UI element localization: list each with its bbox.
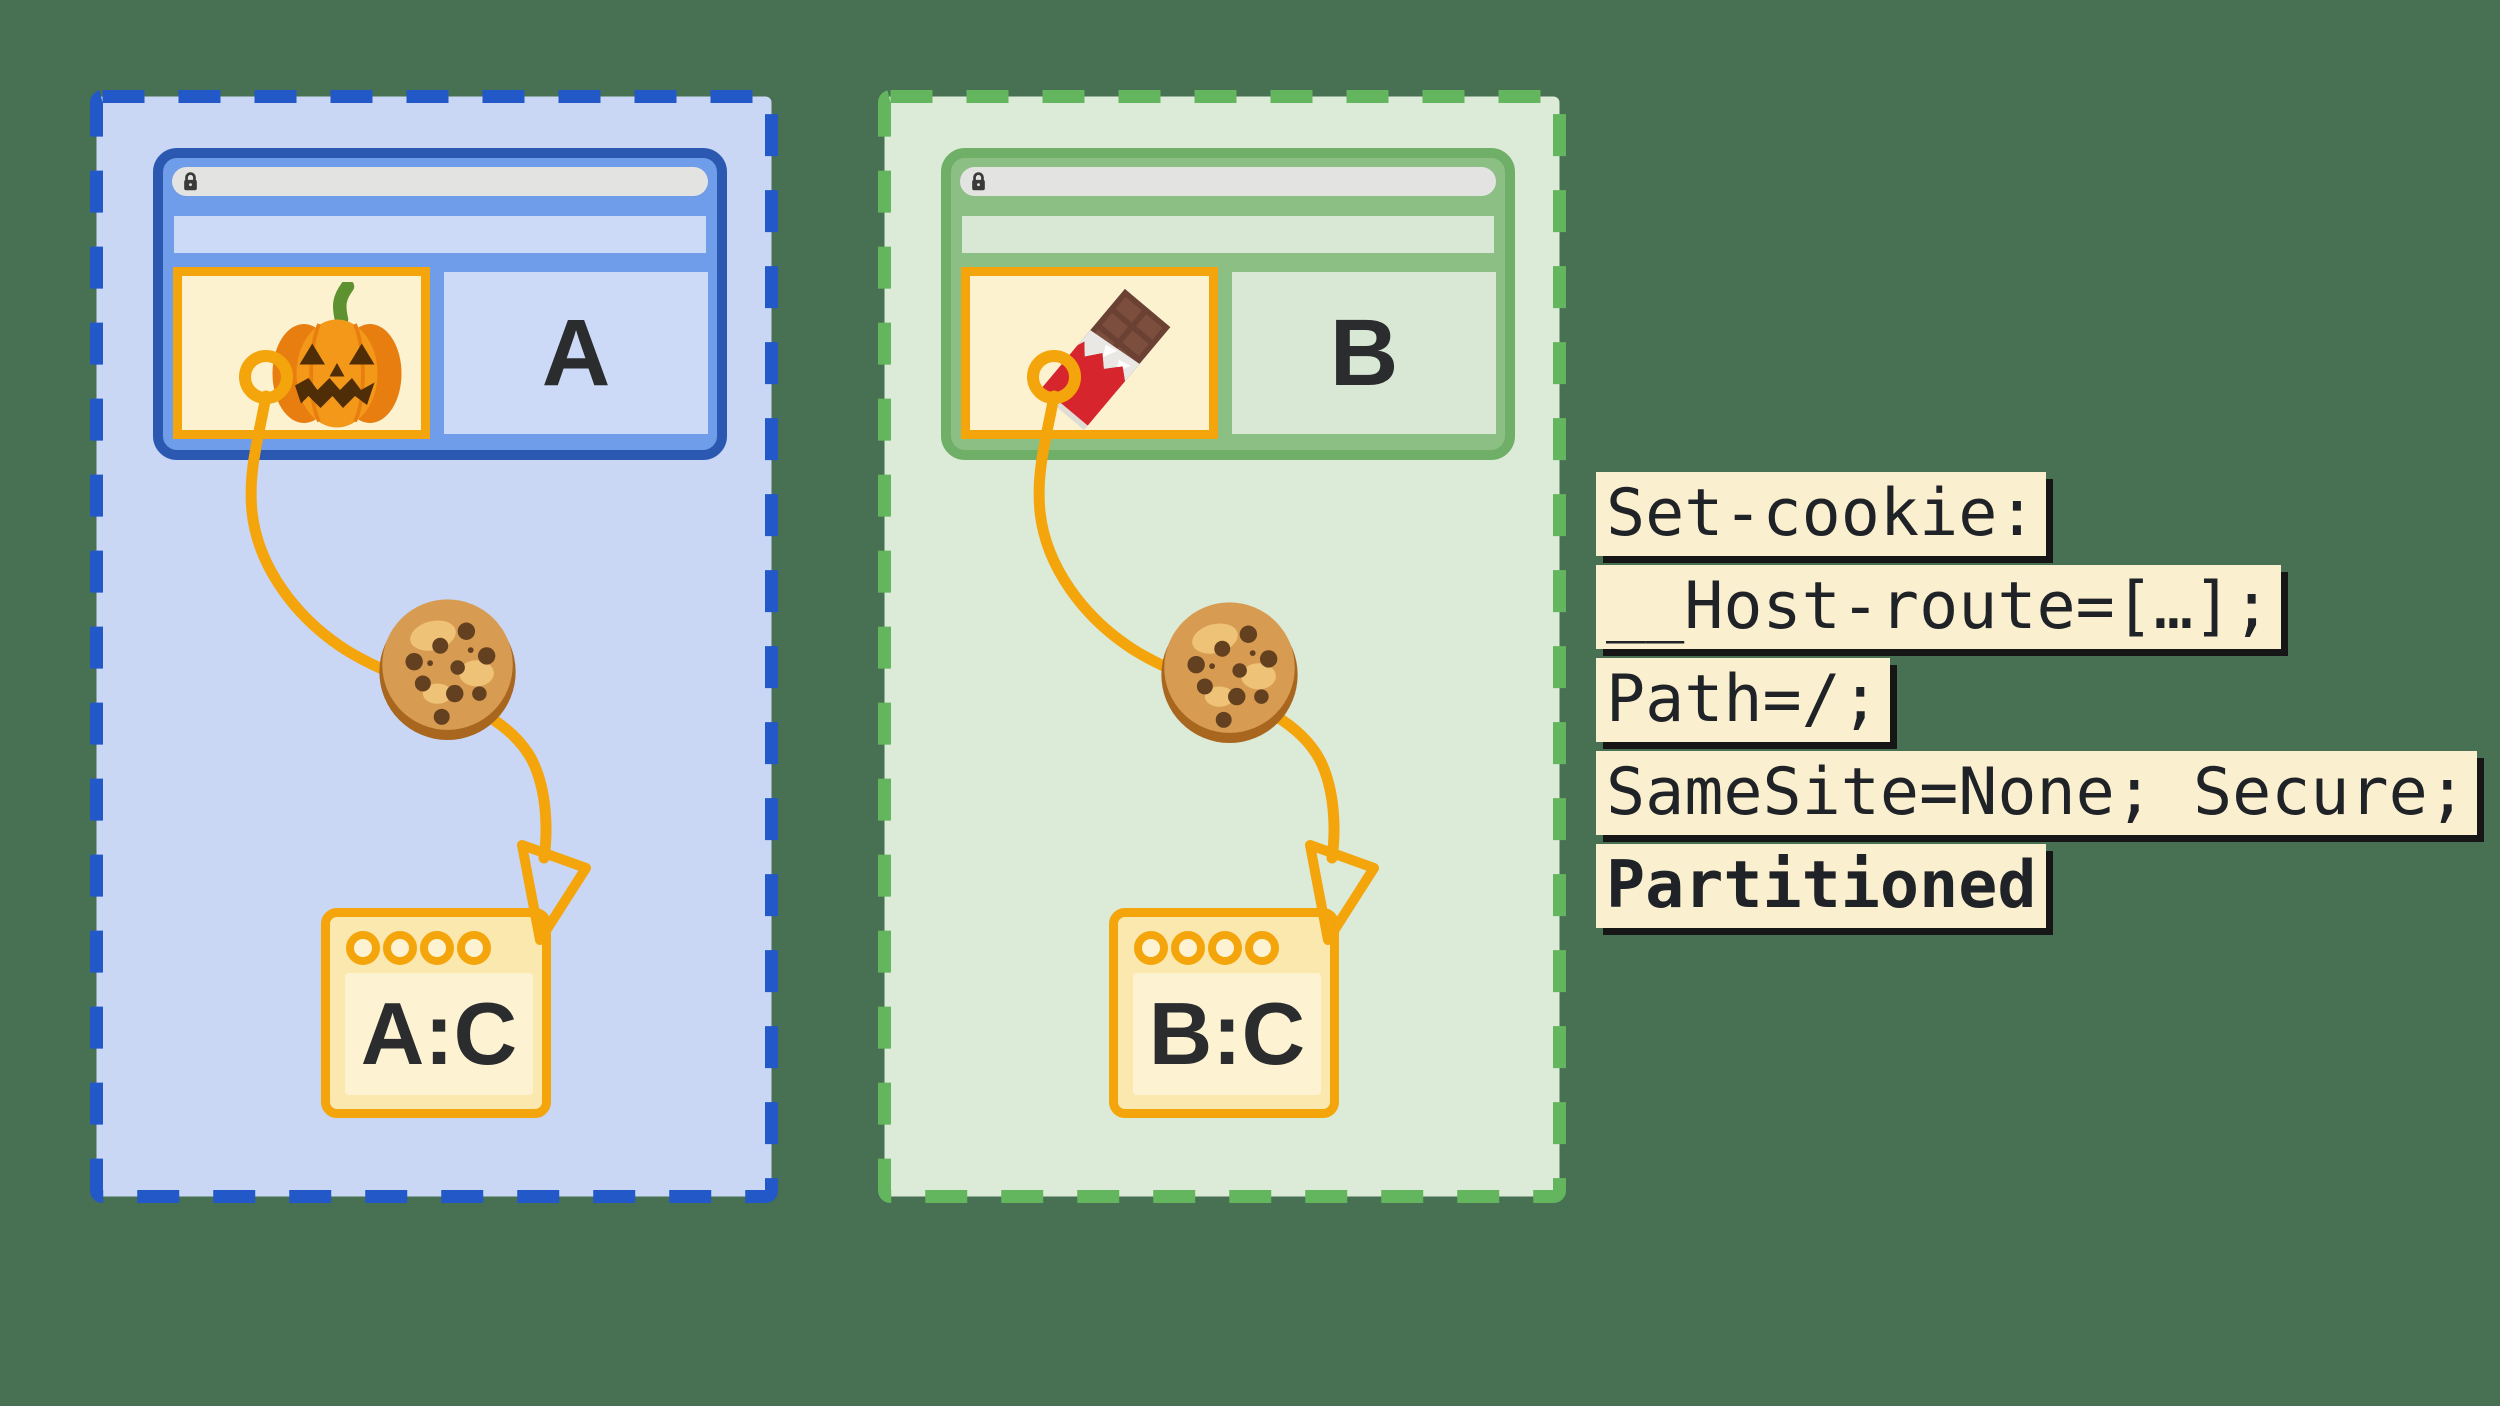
lock-icon — [184, 172, 197, 191]
code-line-text: Set-cookie: — [1596, 472, 2047, 556]
browser-window-a: A — [153, 148, 727, 460]
code-line: Set-cookie: — [1596, 472, 2477, 556]
window-dot — [420, 931, 454, 965]
toolbar-strip-b — [962, 216, 1494, 253]
code-line: __Host-route=[…]; — [1596, 565, 2477, 649]
code-line: Path=/; — [1596, 658, 2477, 742]
code-line-text: Path=/; — [1596, 658, 1890, 742]
cookie-flow-path-b — [1033, 390, 1340, 864]
partition-store-b: B:C — [1109, 908, 1339, 1118]
cookie-anchor-ring-b — [1027, 350, 1081, 404]
store-window-dots — [1134, 931, 1279, 965]
embedded-iframe-c-in-a — [173, 267, 430, 439]
window-dot — [346, 931, 380, 965]
cookie-flow-path-a — [245, 390, 552, 864]
set-cookie-code-block: Set-cookie: __Host-route=[…]; Path=/; Sa… — [1596, 472, 2477, 937]
window-dot — [1208, 931, 1242, 965]
partition-key-label-a: A:C — [360, 984, 518, 1083]
partition-key-label-b: B:C — [1148, 984, 1306, 1083]
code-line-text: SameSite=None; Secure; — [1596, 751, 2477, 835]
toolbar-strip-a — [174, 216, 706, 253]
window-dot — [1171, 931, 1205, 965]
chocolate-bar-icon — [1038, 288, 1171, 430]
store-window-dots — [346, 931, 491, 965]
site-panel-b: B — [1232, 272, 1496, 434]
lock-icon — [972, 172, 985, 191]
code-line-text: __Host-route=[…]; — [1596, 565, 2282, 649]
browser-window-b: B — [941, 148, 1515, 460]
cookie-icon-b — [1161, 602, 1298, 743]
address-bar-b — [960, 167, 1496, 196]
code-line: Partitioned — [1596, 844, 2477, 928]
window-dot — [383, 931, 417, 965]
cookie-flow-arrowhead-b — [1305, 840, 1379, 945]
code-line-text-partitioned: Partitioned — [1596, 844, 2047, 928]
jack-o-lantern-icon — [272, 282, 402, 428]
cookie-flow-arrowhead-a — [517, 840, 591, 945]
code-line: SameSite=None; Secure; — [1596, 751, 2477, 835]
window-dot — [1245, 931, 1279, 965]
site-label-a: A — [541, 299, 611, 406]
cookie-anchor-ring-a — [239, 350, 293, 404]
partition-key-panel-a: A:C — [345, 973, 533, 1095]
cookie-icon-a — [379, 599, 516, 740]
embedded-iframe-c-in-b — [961, 267, 1218, 439]
address-bar-a — [172, 167, 708, 196]
site-panel-a: A — [444, 272, 708, 434]
window-dot — [457, 931, 491, 965]
partition-store-a: A:C — [321, 908, 551, 1118]
window-dot — [1134, 931, 1168, 965]
partition-key-panel-b: B:C — [1133, 973, 1321, 1095]
site-label-b: B — [1329, 299, 1399, 406]
